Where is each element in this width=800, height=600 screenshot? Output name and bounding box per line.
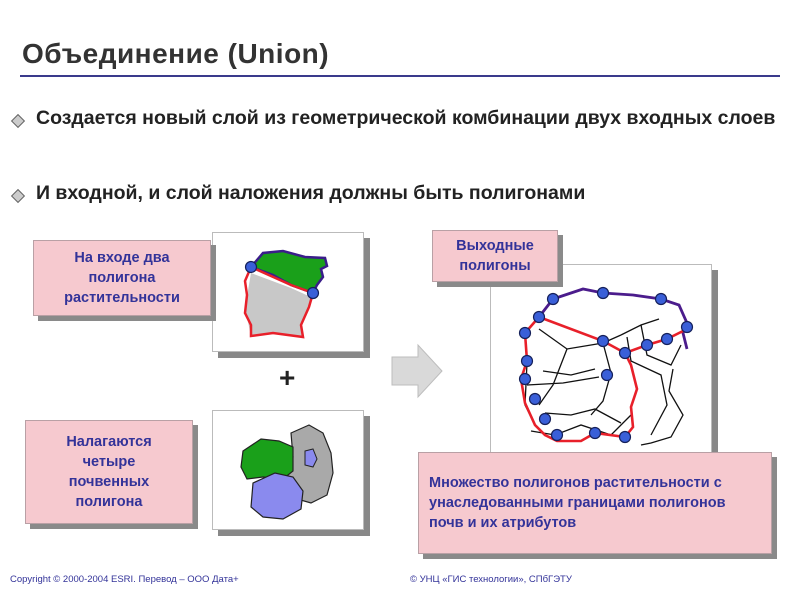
input-label: На входе два полигона растительности [33, 240, 211, 316]
output-label: Выходные полигоны [432, 230, 558, 282]
soil-polygon-blue [250, 472, 304, 520]
soil-polygons-graphic [240, 424, 334, 520]
footer-credit: © УНЦ «ГИС технологии», СПбГЭТУ [410, 574, 572, 585]
soil-polygon-green [240, 438, 294, 480]
title-underline [20, 75, 780, 77]
soil-polygon-blue-small [304, 448, 318, 468]
footer-copyright: Copyright © 2000-2004 ESRI. Перевод – ОО… [10, 574, 239, 585]
vegetation-polygons-graphic [243, 249, 329, 339]
input-vegetation-panel [212, 232, 364, 352]
bullet-diamond-icon [10, 188, 26, 204]
page-title: Объединение (Union) [22, 38, 330, 69]
bullet-2: И входной, и слой наложения должны быть … [36, 182, 586, 204]
plus-sign: + [279, 362, 296, 393]
vegetation-boundary-red [243, 265, 315, 339]
arrow-right-icon [391, 343, 443, 399]
overlay-soil-panel [212, 410, 364, 530]
output-polygons-graphic [518, 286, 694, 446]
result-label: Множество полигонов растительности с уна… [418, 452, 772, 554]
vegetation-polygon-gray [245, 273, 313, 337]
bullet-1: Создается новый слой из геометрической к… [36, 107, 776, 129]
overlay-label: Налагаются четыре почвенных полигона [25, 420, 193, 524]
output-panel [490, 264, 712, 484]
bullet-diamond-icon [10, 113, 26, 129]
